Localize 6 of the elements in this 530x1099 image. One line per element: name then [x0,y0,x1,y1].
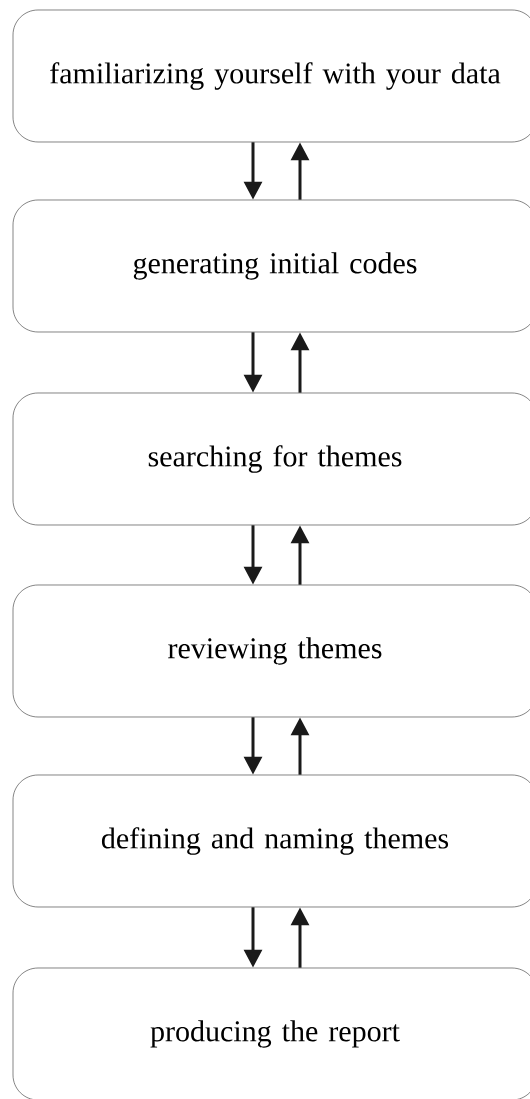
process-box: searching for themes [12,392,530,526]
process-box: familiarizing yourself with your data [12,9,530,143]
process-box: defining and naming themes [12,774,530,908]
process-box: producing the report [12,967,530,1099]
process-box: generating initial codes [12,199,530,333]
process-box: reviewing themes [12,584,530,718]
